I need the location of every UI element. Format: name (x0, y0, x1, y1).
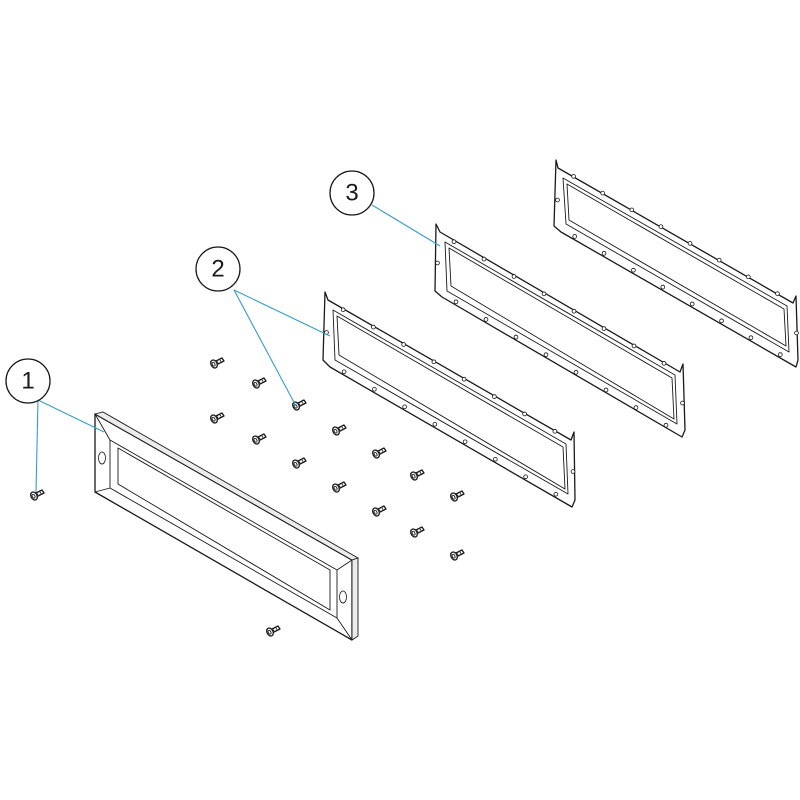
gasket-3-hole (481, 256, 487, 262)
gasket-2-hole (552, 429, 558, 434)
gasket-2-hole (493, 456, 498, 462)
rear-gasket-hole (775, 291, 780, 296)
rear-gasket-hole (600, 190, 605, 196)
screw (266, 625, 281, 637)
screw-group (30, 357, 465, 637)
callout-3-label: 3 (345, 180, 358, 207)
gasket-end-hole (680, 400, 685, 406)
gasket-3-hole (601, 326, 607, 331)
gasket-2-hole (522, 411, 527, 417)
rear-gasket-hole (660, 284, 666, 290)
gasket-3-hole (453, 299, 459, 305)
rear-gasket-hole (689, 301, 695, 307)
screw (410, 469, 425, 481)
screw (410, 526, 425, 538)
rear-gasket-hole (746, 274, 751, 280)
gasket-2-hole (492, 394, 497, 399)
gasket-3-hole (571, 308, 577, 314)
gasket-frame-3 (434, 223, 686, 438)
screw (450, 549, 465, 561)
gasket-2-hole (432, 421, 438, 427)
back-gasket-rear (553, 159, 799, 368)
screw (292, 457, 307, 469)
gasket-2-hole (523, 474, 528, 480)
gasket-3-hole (451, 239, 457, 244)
rear-gasket-hole (687, 241, 693, 246)
rear-gasket-hole (778, 352, 783, 357)
leader-1-screw (35, 399, 39, 493)
gasket-3-hole (543, 352, 549, 357)
gasket-end-hole (555, 197, 560, 203)
bezel-hole-left (98, 451, 106, 465)
gasket-end-hole (435, 260, 440, 266)
gasket-frame-2 (322, 291, 576, 508)
rear-gasket-hole (572, 234, 577, 239)
rear-gasket-hole (601, 251, 607, 256)
gasket-2-hole (401, 342, 406, 347)
leader-2-screw (233, 289, 297, 407)
rear-gasket-hole (631, 267, 636, 273)
callout-2: 2 (195, 246, 241, 292)
rear-gasket-hole (748, 335, 754, 340)
gasket-3-hole (633, 405, 639, 410)
gasket-2-hole (371, 324, 376, 330)
leader-2-gasket (233, 289, 331, 337)
screw (210, 412, 225, 424)
gasket-2-hole (431, 359, 437, 365)
gasket-2-hole (461, 376, 467, 382)
screw (372, 505, 387, 517)
callout-3: 3 (329, 170, 375, 216)
gasket-end-hole (570, 469, 576, 474)
rear-gasket-hole (571, 174, 576, 179)
bezel-hole-right (339, 590, 347, 604)
rear-gasket-hole (719, 318, 724, 324)
gasket-2-hole (402, 404, 407, 410)
gasket-3-hole (513, 334, 519, 340)
screw (30, 489, 45, 501)
gasket-3-hole (603, 387, 609, 393)
screw (332, 424, 347, 436)
gasket-3-hole (511, 274, 517, 279)
gasket-3-hole (573, 370, 579, 375)
gasket-2-hole (340, 307, 346, 312)
gasket-3-hole (663, 422, 669, 428)
gasket-3-hole (631, 343, 637, 349)
callout-1-label: 1 (21, 368, 34, 395)
screw (372, 447, 387, 459)
bezel-frame (93, 411, 360, 641)
gasket-end-hole (794, 330, 799, 336)
gasket-2-hole (341, 369, 347, 375)
screw (252, 377, 267, 389)
gasket-3-hole (483, 317, 489, 322)
rear-gasket-hole (629, 207, 635, 213)
gasket-2-hole (462, 439, 468, 445)
gasket-3-hole (661, 361, 667, 366)
callout-1: 1 (5, 358, 51, 404)
screw (450, 490, 465, 502)
rear-gasket-hole (716, 257, 722, 263)
leader-3-gasket (371, 204, 441, 247)
gasket-3-hole (541, 291, 547, 297)
screw (332, 481, 347, 493)
callout-2-label: 2 (211, 256, 224, 283)
gasket-2-hole (553, 491, 559, 497)
leader-1-bezel (37, 399, 105, 433)
rear-gasket-hole (658, 224, 664, 229)
screw (252, 433, 267, 445)
leader-lines (35, 204, 441, 493)
gasket-2-hole (372, 386, 377, 392)
screw (210, 357, 225, 369)
